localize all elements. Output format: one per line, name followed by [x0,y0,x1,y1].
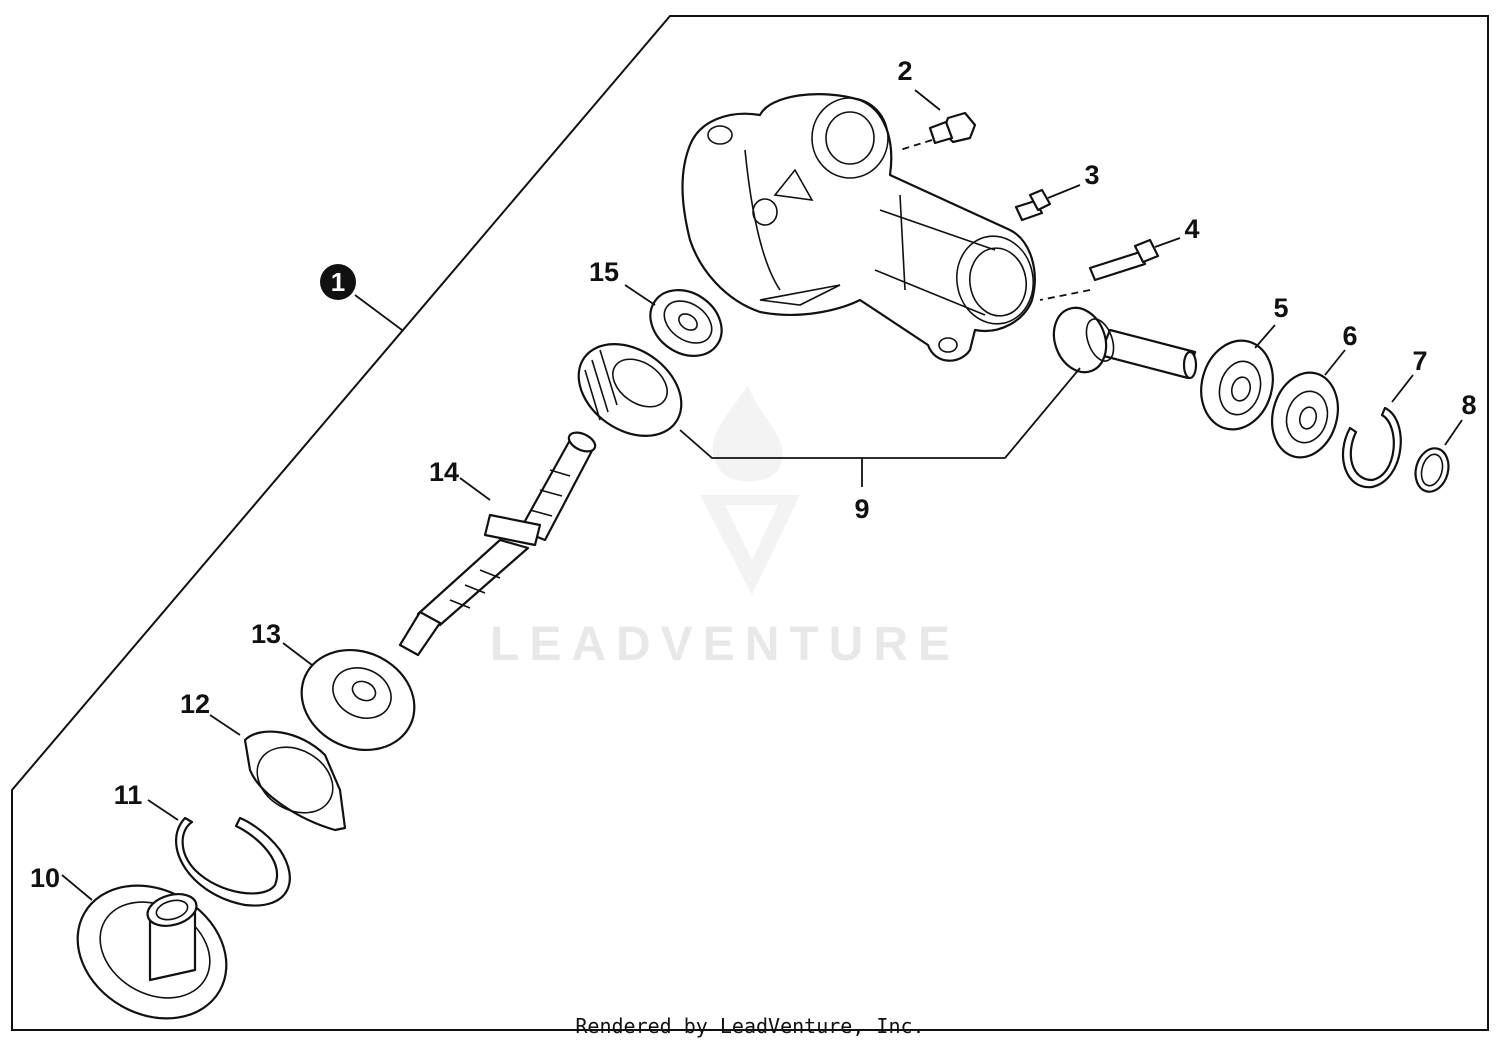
dash-line-4 [1039,289,1091,301]
gear-cap[interactable] [53,859,250,1044]
washer-plate[interactable] [243,730,347,832]
callout-8: 8 [1461,390,1476,420]
callout-15: 15 [589,257,619,287]
callout-6: 6 [1342,321,1357,351]
ball-bearing-6[interactable] [1263,365,1347,465]
ball-bearing-15[interactable] [638,277,735,370]
callout-10: 10 [30,863,60,893]
snap-ring-11[interactable] [175,816,291,907]
footer-credit: Rendered by LeadVenture, Inc. [575,1014,924,1038]
callout-11: 11 [114,780,143,810]
retaining-ring-8[interactable] [1411,445,1453,496]
callout-5: 5 [1273,293,1288,323]
callout-1-badge [320,264,356,300]
callout-13: 13 [251,619,281,649]
callout-4: 4 [1184,214,1199,244]
leader-lines [61,89,1463,901]
ball-bearing-13[interactable] [285,632,431,768]
callout-1: 1 [331,267,345,297]
drive-shaft[interactable] [398,429,598,657]
assembly-frame [11,15,1489,1031]
callout-7: 7 [1412,346,1427,376]
watermark-brand: LEADVENTURE [490,618,960,671]
leadventure-flame-v-logo [700,385,800,595]
gear-housing[interactable] [681,93,1041,362]
callout-9: 9 [854,494,869,524]
callout-2: 2 [897,56,912,86]
callout-14: 14 [429,457,459,487]
dash-line-2 [899,139,933,151]
bevel-gear[interactable] [561,325,699,455]
snap-ring-7[interactable] [1341,406,1402,489]
callout-12: 12 [180,689,210,719]
bolt[interactable] [928,111,977,145]
long-screw[interactable] [1088,238,1160,282]
socket-screw[interactable] [1014,188,1052,222]
ball-bearing-5[interactable] [1192,332,1283,437]
callout-3: 3 [1084,160,1099,190]
pinion-gear-shaft[interactable] [1045,300,1198,380]
